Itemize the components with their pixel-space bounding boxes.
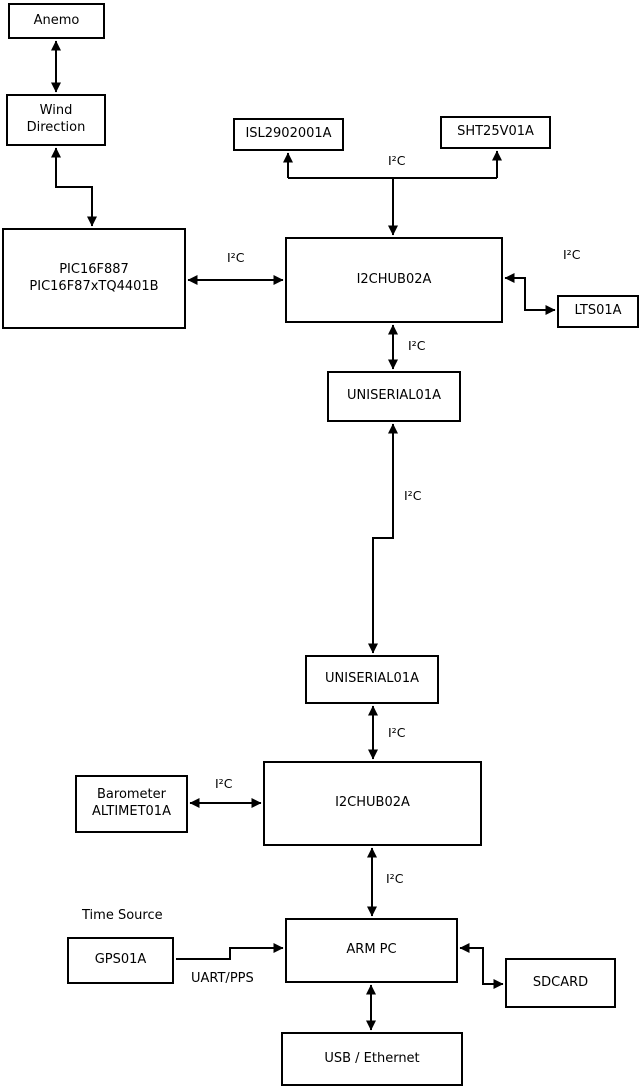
- i2c-label-hub1-lts: I²C: [563, 247, 581, 262]
- connector-armpc-sdcard: [459, 943, 504, 989]
- node-i2chub02a-bottom: I2CHUB02A: [263, 761, 482, 846]
- node-i2chub02a-top-label: I2CHUB02A: [356, 271, 432, 287]
- node-lts01a-label: LTS01A: [574, 303, 622, 319]
- node-anemo: Anemo: [8, 3, 105, 39]
- node-anemo-label: Anemo: [33, 12, 80, 28]
- node-uniserial01a-top: UNISERIAL01A: [327, 371, 461, 422]
- node-sht25v01a: SHT25V01A: [440, 116, 551, 149]
- node-lts01a: LTS01A: [557, 295, 639, 328]
- i2c-label-hub1-sensors: I²C: [388, 153, 406, 168]
- node-barometer-label-line2: ALTIMET01A: [92, 804, 171, 819]
- node-barometer-label-line1: Barometer: [97, 787, 166, 803]
- node-barometer-altimet01a: Barometer ALTIMET01A: [75, 775, 188, 833]
- i2c-label-uniserial1-uniserial2: I²C: [404, 488, 422, 503]
- connector-winddirection-pic: [51, 147, 97, 227]
- node-uniserial01a-top-label: UNISERIAL01A: [347, 388, 441, 404]
- i2c-label-uniserial2-hub2: I²C: [388, 725, 406, 740]
- i2c-label-hub1-uniserial1: I²C: [408, 338, 426, 353]
- node-uniserial01a-bottom: UNISERIAL01A: [305, 655, 439, 704]
- i2c-label-barometer-hub2: I²C: [215, 776, 233, 791]
- uart-pps-label: UART/PPS: [191, 971, 254, 986]
- node-pic16f887-label-line1: PIC16F887: [59, 261, 129, 277]
- connector-hub1-isl-sht-tee: [283, 150, 502, 236]
- connector-hub1-lts: [504, 273, 556, 315]
- node-uniserial01a-bottom-label: UNISERIAL01A: [325, 671, 419, 687]
- node-sht25v01a-label: SHT25V01A: [457, 124, 534, 140]
- connector-uniserial1-uniserial2: [368, 423, 398, 654]
- node-sdcard: SDCARD: [505, 958, 616, 1008]
- node-arm-pc-label: ARM PC: [346, 942, 397, 958]
- node-gps01a-label: GPS01A: [94, 952, 147, 968]
- node-usb-ethernet-label: USB / Ethernet: [324, 1050, 420, 1066]
- node-gps01a: GPS01A: [67, 937, 174, 984]
- node-wind-direction: Wind Direction: [6, 94, 106, 146]
- connector-gps-armpc: [176, 943, 284, 960]
- node-wind-direction-label-line1: Wind: [39, 103, 73, 119]
- node-pic16f887: PIC16F887 PIC16F87xTQ4401B: [2, 228, 186, 329]
- node-sdcard-label: SDCARD: [532, 974, 589, 990]
- node-i2chub02a-top: I2CHUB02A: [285, 237, 503, 323]
- node-wind-direction-label-line2: Direction: [26, 120, 86, 135]
- node-isl2902001a-label: ISL2902001A: [245, 126, 332, 142]
- node-pic16f887-label-line2: PIC16F87xTQ4401B: [29, 278, 159, 294]
- node-arm-pc: ARM PC: [285, 918, 458, 983]
- time-source-label: Time Source: [82, 908, 163, 923]
- i2c-label-hub2-armpc: I²C: [386, 871, 404, 886]
- node-i2chub02a-bottom-label: I2CHUB02A: [335, 795, 410, 811]
- node-isl2902001a: ISL2902001A: [233, 118, 344, 151]
- i2c-label-pic-hub1: I²C: [227, 250, 245, 265]
- node-usb-ethernet: USB / Ethernet: [281, 1032, 463, 1086]
